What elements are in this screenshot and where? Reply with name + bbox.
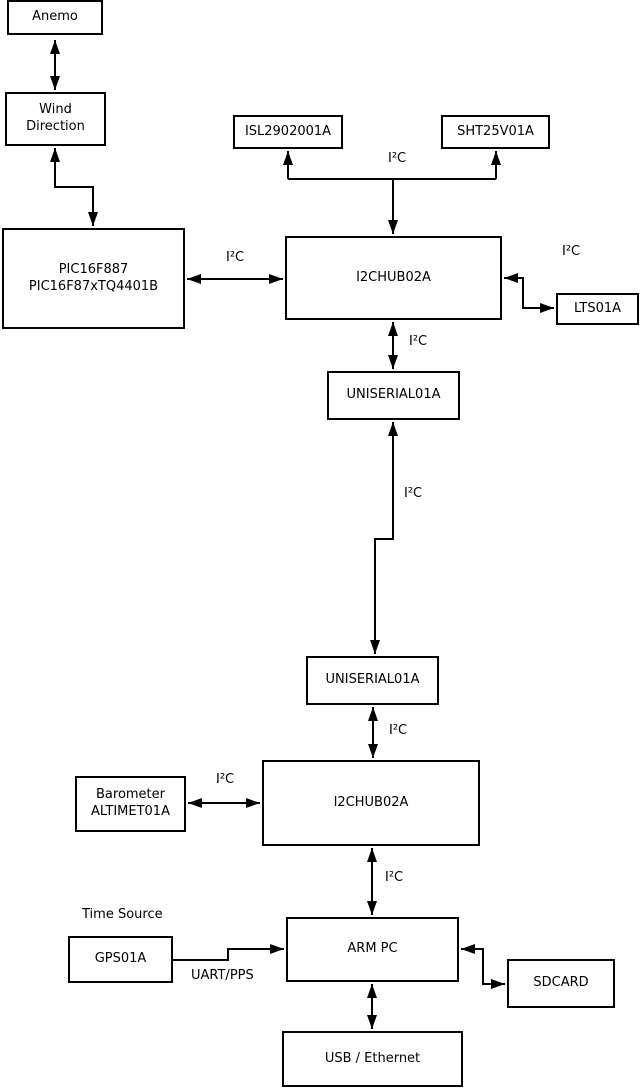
- edge-label-i2c-hub1-uniserial1: I²C: [409, 334, 428, 349]
- node-anemo-label: Anemo: [32, 9, 78, 25]
- node-uniserial01a-1: UNISERIAL01A: [327, 371, 460, 420]
- node-isl2902001a: ISL2902001A: [233, 115, 343, 149]
- node-i2chub02a-1-label: I2CHUB02A: [356, 269, 431, 285]
- connector-wind-pic: [50, 148, 98, 226]
- node-arm-pc: ARM PC: [286, 917, 459, 982]
- node-i2chub02a-2-label: I2CHUB02A: [333, 794, 409, 810]
- node-anemo: Anemo: [7, 0, 103, 35]
- edge-label-uart-pps: UART/PPS: [191, 968, 254, 983]
- node-pic16f887-label-line2: PIC16F87xTQ4401B: [28, 278, 159, 294]
- connector-armpc-sdcard: [461, 944, 505, 989]
- connector-gps-armpc: [173, 944, 284, 961]
- node-wind-direction: Wind Direction: [5, 92, 106, 146]
- connector-hub1-lts: [504, 273, 554, 313]
- node-usb-ethernet: USB / Ethernet: [282, 1031, 463, 1087]
- node-usb-ethernet-label: USB / Ethernet: [324, 1050, 421, 1066]
- node-lts01a-label: LTS01A: [573, 300, 622, 316]
- node-pic16f887-label-line1: PIC16F887: [58, 261, 129, 277]
- node-i2chub02a-2: I2CHUB02A: [262, 760, 480, 846]
- node-wind-direction-label-line1: Wind: [39, 102, 72, 118]
- node-sht25v01a: SHT25V01A: [441, 115, 550, 149]
- edge-label-i2c-hub1-lts: I²C: [562, 244, 581, 259]
- edge-label-i2c-hub2-armpc: I²C: [385, 870, 404, 885]
- node-arm-pc-label: ARM PC: [347, 941, 398, 957]
- edge-label-i2c-uniserial2-hub2: I²C: [389, 723, 408, 738]
- node-uniserial01a-1-label: UNISERIAL01A: [346, 387, 441, 403]
- edge-label-i2c-sensor-branch: I²C: [388, 151, 407, 166]
- node-barometer-label-line1: Barometer: [96, 787, 165, 803]
- node-uniserial01a-2-label: UNISERIAL01A: [325, 672, 420, 688]
- edge-label-i2c-uniserial-link: I²C: [404, 486, 423, 501]
- node-gps01a: GPS01A: [68, 936, 173, 983]
- node-gps01a-label: GPS01A: [94, 951, 147, 967]
- edge-label-i2c-barometer-hub2: I²C: [216, 772, 235, 787]
- node-uniserial01a-2: UNISERIAL01A: [306, 656, 439, 705]
- label-time-source: Time Source: [82, 907, 163, 922]
- edge-label-i2c-pic-hub1: I²C: [226, 250, 245, 265]
- node-sdcard: SDCARD: [507, 959, 615, 1008]
- node-i2chub02a-1: I2CHUB02A: [285, 236, 502, 320]
- node-sdcard-label: SDCARD: [533, 975, 589, 991]
- node-lts01a: LTS01A: [556, 293, 639, 325]
- node-pic16f887: PIC16F887 PIC16F87xTQ4401B: [2, 228, 185, 329]
- connector-uniserial1-uniserial2: [370, 422, 398, 654]
- node-wind-direction-label-line2: Direction: [26, 119, 85, 134]
- node-barometer-label-line2: ALTIMET01A: [91, 804, 170, 819]
- node-sht25v01a-label: SHT25V01A: [457, 123, 534, 139]
- node-barometer-altimet01a: Barometer ALTIMET01A: [75, 776, 186, 832]
- node-isl2902001a-label: ISL2902001A: [244, 123, 332, 139]
